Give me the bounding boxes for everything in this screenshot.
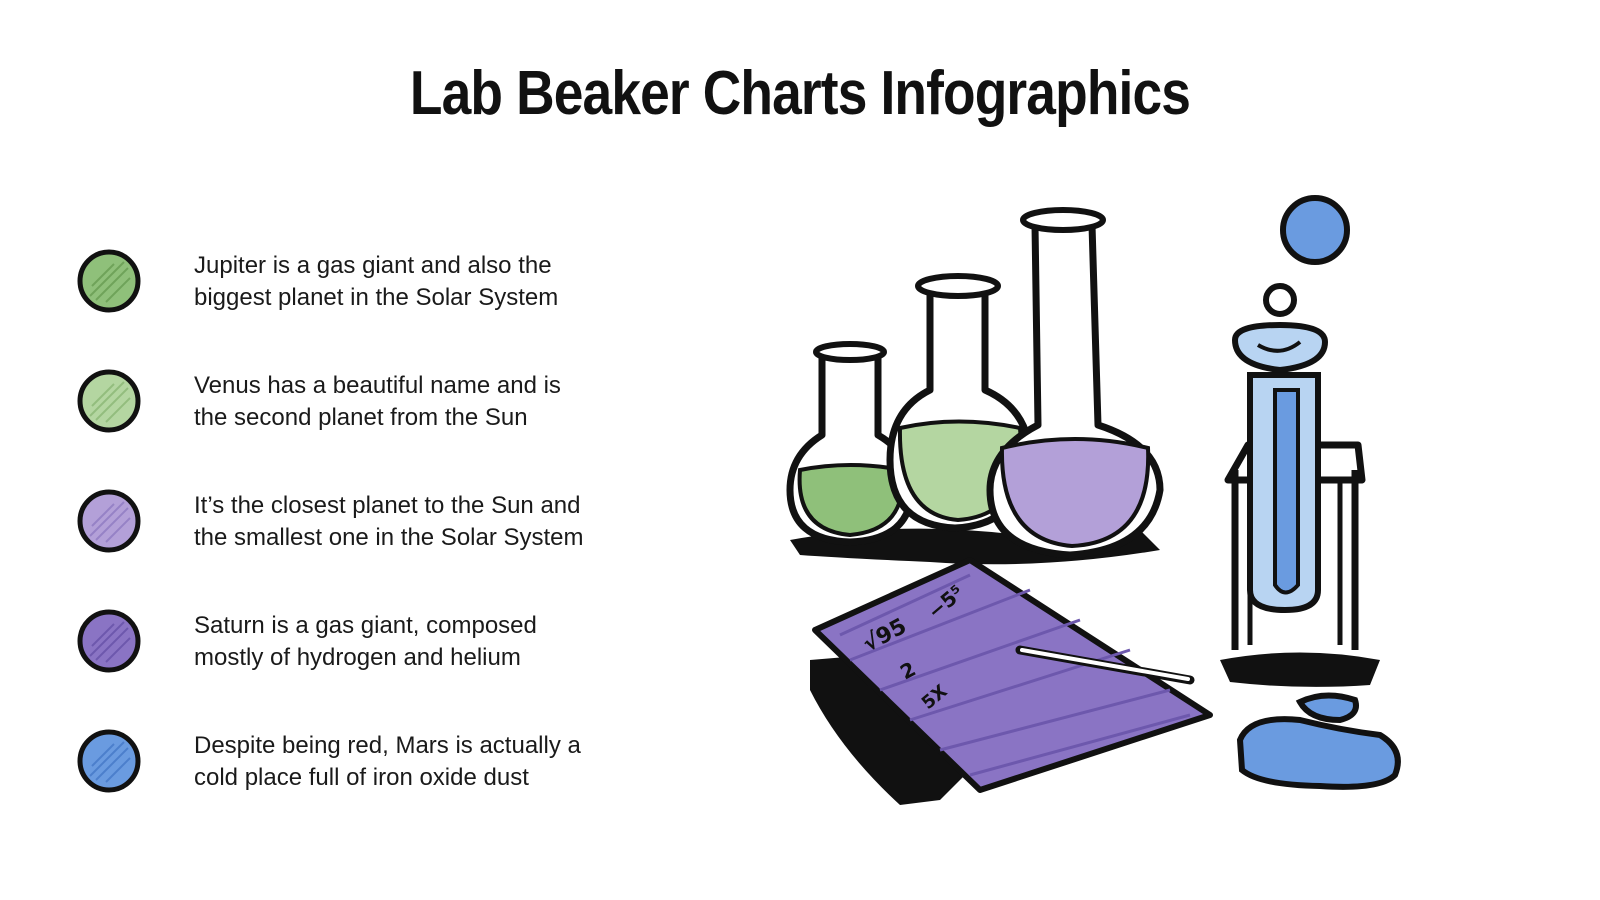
light-green-circle-icon — [77, 369, 141, 433]
tall-flask — [986, 207, 1164, 559]
purple-circle-icon — [77, 609, 141, 673]
blue-circle-icon — [77, 729, 141, 793]
formula-paper: √95 2 −5⁵ 5X — [812, 557, 1213, 793]
small-flask — [786, 341, 916, 546]
lab-beakers-illustration: √95 2 −5⁵ 5X — [786, 195, 1401, 805]
page-title: Lab Beaker Charts Infographics — [409, 59, 1191, 128]
test-tube — [1231, 321, 1329, 614]
green-circle-icon — [77, 249, 141, 313]
lavender-circle-icon — [77, 489, 141, 553]
spill-puddle — [1236, 692, 1401, 790]
bubbles — [1263, 195, 1350, 317]
